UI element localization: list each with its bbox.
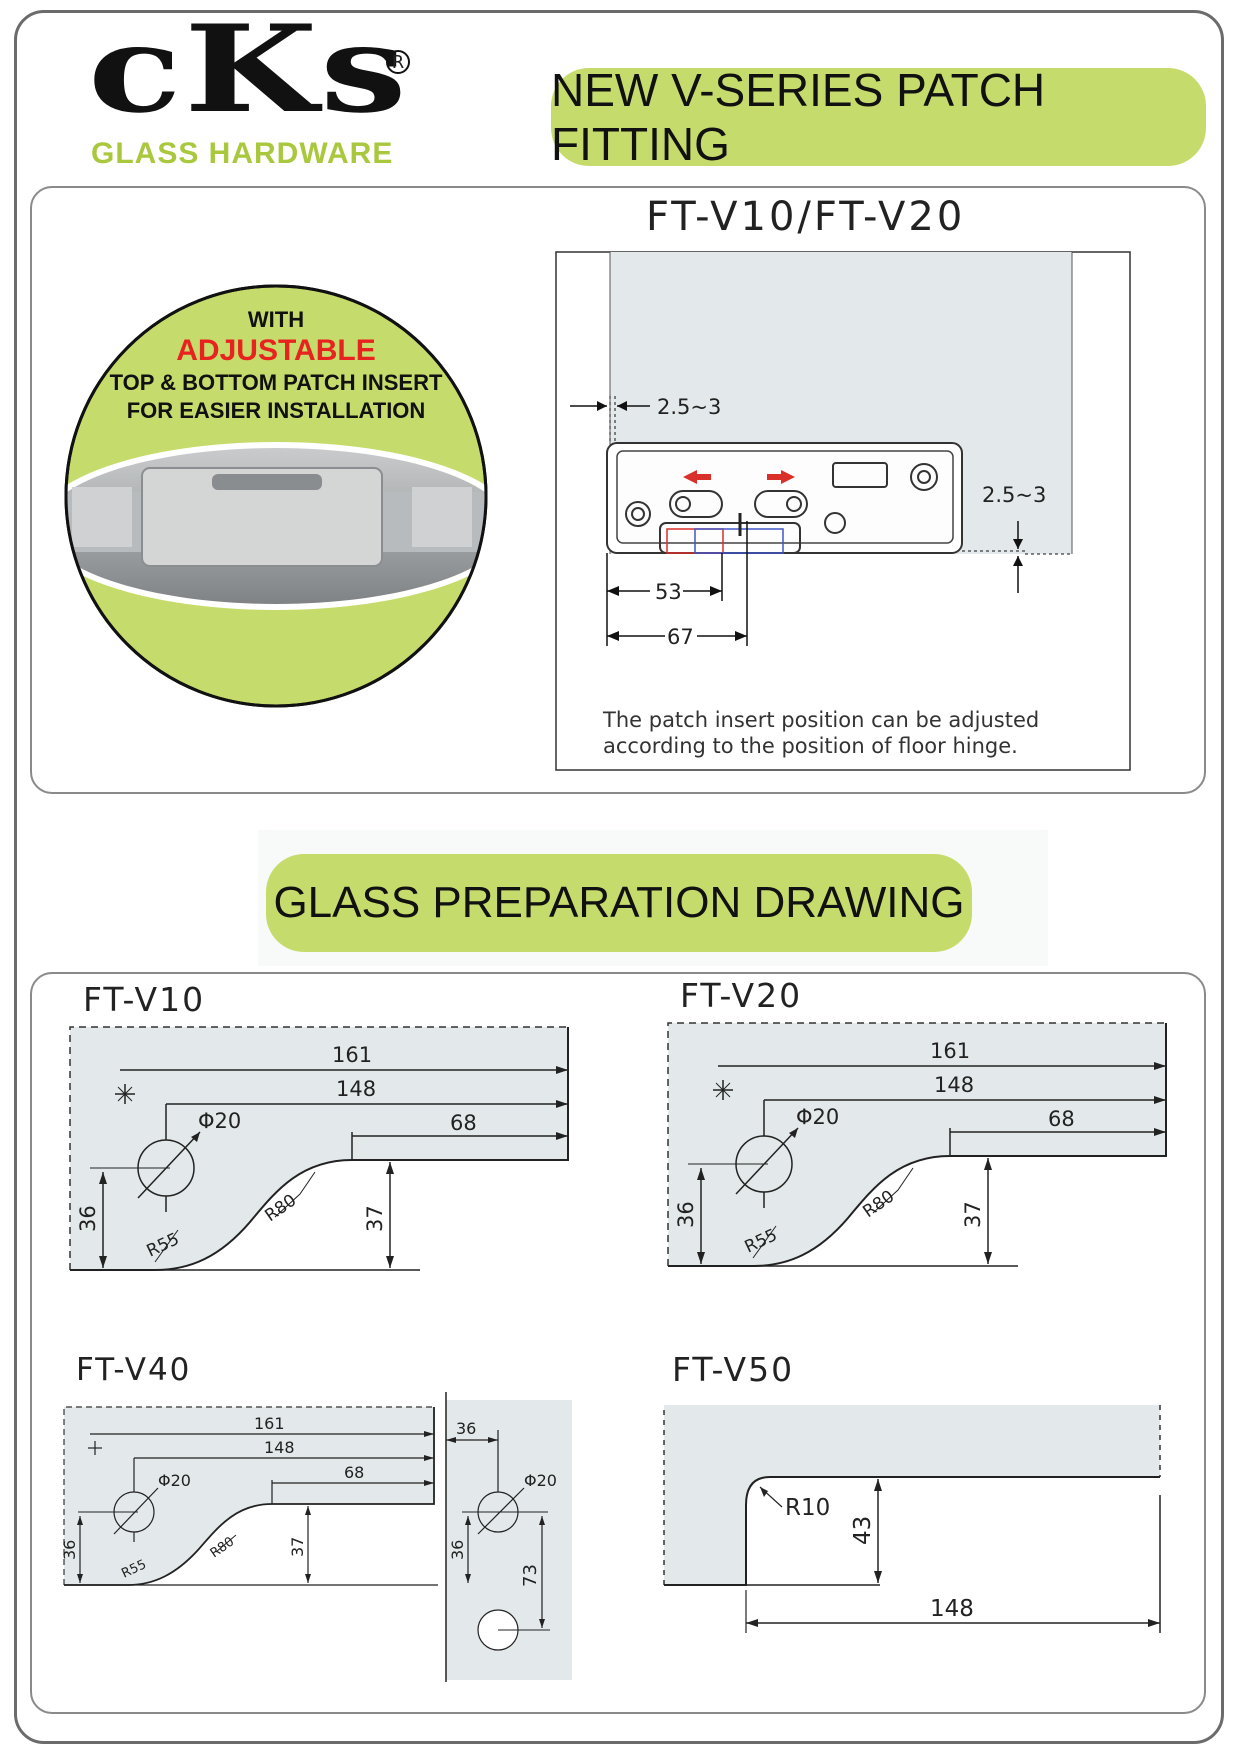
v50-r10: R10 <box>785 1495 830 1521</box>
v40-d148: 148 <box>264 1438 295 1457</box>
v10-d36: 36 <box>76 1205 100 1232</box>
brand-logo: cKs <box>88 10 408 130</box>
v20-phi: Φ20 <box>796 1105 839 1129</box>
header-title-pill: NEW V-SERIES PATCH FITTING <box>551 64 1206 170</box>
v50-d43: 43 <box>850 1516 876 1545</box>
v10-drawing: 161 148 68 Φ20 36 37 R55 R80 <box>69 1026 569 1271</box>
v10-d148: 148 <box>336 1077 376 1101</box>
v40-d37: 37 <box>288 1537 307 1557</box>
v20-d161: 161 <box>930 1039 970 1063</box>
v10-phi: Φ20 <box>198 1109 241 1133</box>
brand-tagline: GLASS HARDWARE <box>91 137 394 170</box>
dim-bottom-text: 2.5~3 <box>982 483 1046 507</box>
top-diagram-title: FT-V10/FT-V20 <box>646 194 966 240</box>
v40-d68: 68 <box>344 1463 364 1482</box>
feature-text: WITH ADJUSTABLE TOP & BOTTOM PATCH INSER… <box>96 307 456 425</box>
section2-title: GLASS PREPARATION DRAWING <box>273 878 965 927</box>
feature-line-installation: FOR EASIER INSTALLATION <box>126 398 426 423</box>
v40-phi: Φ20 <box>158 1471 191 1490</box>
v40-side-d36: 36 <box>448 1540 467 1560</box>
v10-d37: 37 <box>363 1205 387 1232</box>
caption-line-1: The patch insert position can be adjuste… <box>602 708 1039 732</box>
v40-title: FT-V40 <box>76 1352 192 1388</box>
dim-53-text: 53 <box>655 580 682 604</box>
header-title: NEW V-SERIES PATCH FITTING <box>551 64 1046 170</box>
v20-d36: 36 <box>674 1201 698 1228</box>
dim-67-text: 67 <box>667 625 694 649</box>
v40-d161: 161 <box>254 1414 285 1433</box>
caption-line-2: according to the position of floor hinge… <box>603 734 1018 758</box>
dim-side-text: 2.5~3 <box>657 395 721 419</box>
v40-drawing: 161 148 68 Φ20 36 37 R55 R80 36 Φ20 36 7… <box>60 1392 572 1682</box>
feature-line-with: WITH <box>247 307 305 332</box>
v40-side-phi: Φ20 <box>524 1471 557 1490</box>
logo-text: cKs <box>88 0 410 140</box>
v50-title: FT-V50 <box>672 1350 795 1389</box>
v10-d68: 68 <box>450 1111 477 1135</box>
v40-side-d73: 73 <box>520 1564 541 1587</box>
v20-title: FT-V20 <box>680 976 803 1015</box>
feature-circle <box>64 284 488 708</box>
section2-title-pill: GLASS PREPARATION DRAWING <box>266 854 972 952</box>
feature-line-adjustable: ADJUSTABLE <box>176 334 376 367</box>
v20-d68: 68 <box>1048 1107 1075 1131</box>
v20-drawing: 161 148 68 Φ20 36 37 R55 R80 <box>667 1022 1167 1267</box>
top-diagram: 2.5~3 2.5~3 53 67 The patch insert posit… <box>555 251 1131 771</box>
v20-d37: 37 <box>961 1201 985 1228</box>
v10-title: FT-V10 <box>83 980 206 1019</box>
v20-d148: 148 <box>934 1073 974 1097</box>
feature-line-insert: TOP & BOTTOM PATCH INSERT <box>109 370 443 395</box>
v40-d36: 36 <box>60 1540 79 1560</box>
page-frame <box>14 10 1224 1744</box>
v10-d161: 161 <box>332 1043 372 1067</box>
v50-d148: 148 <box>930 1596 974 1622</box>
registered-mark: R <box>386 50 410 74</box>
v40-side-d36-top: 36 <box>456 1419 476 1438</box>
v50-drawing: R10 43 148 <box>663 1405 1161 1633</box>
